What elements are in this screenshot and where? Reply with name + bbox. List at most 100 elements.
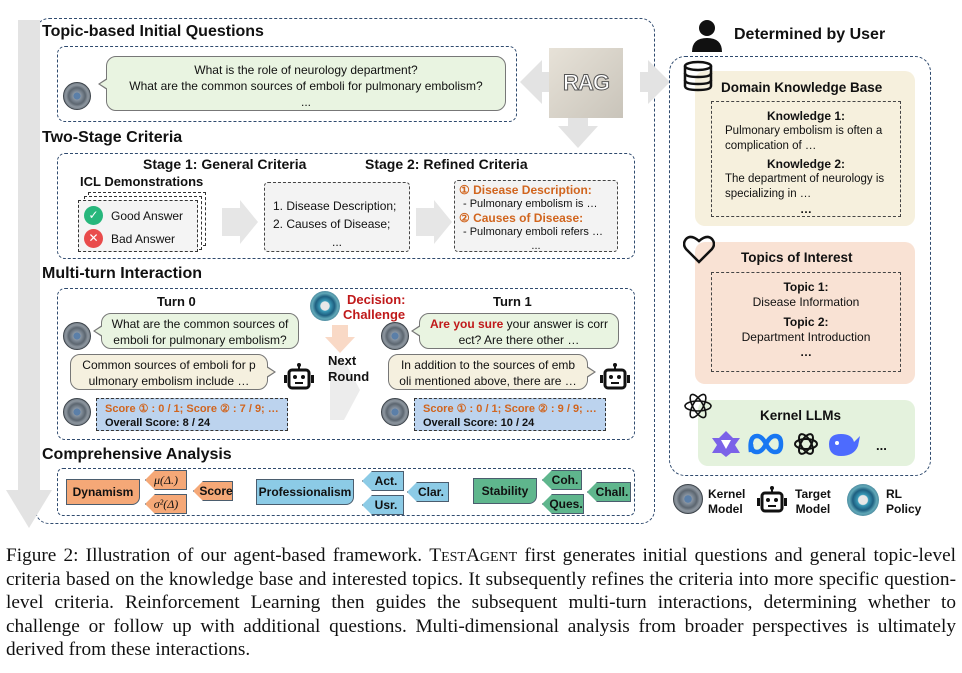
section-title-multi-turn: Multi-turn Interaction [42,265,202,282]
figure-caption: Figure 2: Illustration of our agent-base… [6,544,956,662]
kernel-llms-card [698,400,915,466]
flow-down-arrow [6,20,52,528]
professionalism-usr-tag: Usr. [362,495,404,515]
turn0-overall-score: Overall Score: 8 / 24 [105,417,211,429]
knowledge-list: Knowledge 1: Pulmonary embolism is often… [711,101,901,217]
knowledge-base-card [695,71,915,226]
decision-value: Challenge [343,307,406,322]
stability-ques-tag: Ques. [542,494,584,514]
topics-card [695,242,915,384]
legend-rl-line2: Policy [886,502,922,516]
right-panel-header: Determined by User [734,26,886,43]
deepseek-icon [829,434,860,456]
general-criteria-box: 1. Disease Description; 2. Causes of Dis… [264,182,410,252]
stage-arrow-2 [416,200,452,244]
knowledge-more: … [800,202,812,216]
kernel-llms-title: Kernel LLMs [760,408,842,423]
turn0-question: What are the common sources of emboli fo… [111,317,289,347]
refined-criteria-box: ① Disease Description: - Pulmonary embol… [454,180,618,252]
legend-kernel-line1: Kernel [708,487,746,501]
caption-brand: TestAgent [429,545,518,566]
stage-arrow-1 [222,200,258,244]
turn1-answer: In addition to the sources of emb oli me… [399,358,577,388]
professionalism-clar-tag: Clar. [407,482,449,502]
good-answer-icon: ✓ [84,206,103,225]
turn1-overall-score: Overall Score: 10 / 24 [423,417,535,429]
atom-icon [684,393,712,419]
topic-1-title: Topic 1: [783,280,829,294]
rag-arrows [520,60,670,148]
stage1-title: Stage 1: General Criteria [143,156,307,172]
heart-icon [683,235,715,264]
professionalism-act-tag: Act. [362,471,404,491]
legend-target-line2: Model [795,502,831,516]
kernel-model-avatar [381,322,409,350]
next-round-arrow [330,360,360,420]
dynamism-mean-tag: μ(Δ.) [145,470,187,490]
knowledge-base-title: Domain Knowledge Base [721,80,883,95]
turn0-question-bubble: What are the common sources of emboli fo… [101,313,299,349]
next-round-label: Next Round [328,353,378,385]
knowledge-1-title: Knowledge 1: [766,109,845,123]
refined-more: ... [531,240,541,252]
knowledge-2-title: Knowledge 2: [766,157,845,171]
kernel-model-avatar [381,398,409,426]
turn1-question-emphasis: Are you sure [429,317,504,331]
caption-text: first generates initial questions and ge… [6,545,957,661]
turn1-label: Turn 1 [493,294,532,309]
turn0-label: Turn 0 [157,294,196,309]
topics-list: Topic 1: Disease Information Topic 2: De… [711,272,901,372]
legend-rl-policy-label: RL Policy [886,487,921,517]
section-title-two-stage: Two-Stage Criteria [42,129,183,146]
turn1-question: your answer is corr ect? Are there other… [458,317,609,347]
interaction-box [57,288,635,440]
dynamism-score-tag: Score [193,481,233,501]
question-2: What are the common sources of emboli fo… [129,79,483,93]
decision-down-arrow [325,325,355,353]
knowledge-1-text: Pulmonary embolism is often a complicati… [725,125,883,152]
questions-box [57,46,517,122]
legend-target-model-icon [757,486,787,513]
criteria-box [57,153,635,259]
refined-text-2: - Pulmonary emboli refers … [463,226,603,238]
legend-rl-policy-icon [847,484,879,516]
general-item-1: 1. Disease Description; [273,199,397,213]
user-icon [692,20,722,52]
caption-prefix: Figure 2: Illustration of our agent-base… [6,545,430,566]
turn0-answer-bubble: Common sources of emboli for p ulmonary … [70,354,268,390]
legend-kernel-model-icon [673,484,703,514]
dynamism-variance-tag: σ²(Δ) [145,494,187,514]
topics-more: … [800,345,812,359]
icl-title: ICL Demonstrations [80,174,204,189]
turn0-score-box: Score ① : 0 / 1; Score ② : 7 / 9; … Over… [96,398,288,431]
legend-target-model-label: Target Model [795,487,831,517]
stability-chall-tag: Chall. [587,482,631,502]
turn0-score-detail: Score ① : 0 / 1; Score ② : 7 / 9; … [105,403,279,415]
turn1-score-detail: Score ① : 0 / 1; Score ② : 9 / 9; … [423,403,597,415]
question-more: ... [300,95,311,109]
turn1-answer-bubble: In addition to the sources of emb oli me… [388,354,588,390]
professionalism-tag: Professionalism [256,479,354,505]
section-title-topic-questions: Topic-based Initial Questions [42,23,264,40]
refined-heading-2: ② Causes of Disease: [459,211,584,225]
question-1: What is the role of neurology department… [194,63,418,77]
dynamism-tag: Dynamism [66,479,140,505]
rag-label: RAG [563,70,611,96]
topic-2-text: Department Introduction [741,330,871,344]
bad-answer-icon: ✕ [84,229,103,248]
stability-coh-tag: Coh. [542,470,582,490]
openai-icon [794,433,818,455]
target-model-robot-icon [284,363,314,390]
decision-label: Decision: [347,292,406,307]
legend-rl-line1: RL [886,487,902,501]
general-item-more: ... [331,235,342,249]
legend-target-line1: Target [795,487,831,501]
legend-kernel-line2: Model [708,502,743,516]
turn1-question-bubble: Are you sure your answer is corr ect? Ar… [419,313,619,349]
topic-1-text: Disease Information [752,295,860,309]
kernel-llms-more: ... [876,438,887,453]
kernel-model-avatar [63,322,91,350]
legend-kernel-model-label: Kernel Model [708,487,745,517]
right-panel [669,56,931,476]
stability-tag: Stability [473,478,537,504]
